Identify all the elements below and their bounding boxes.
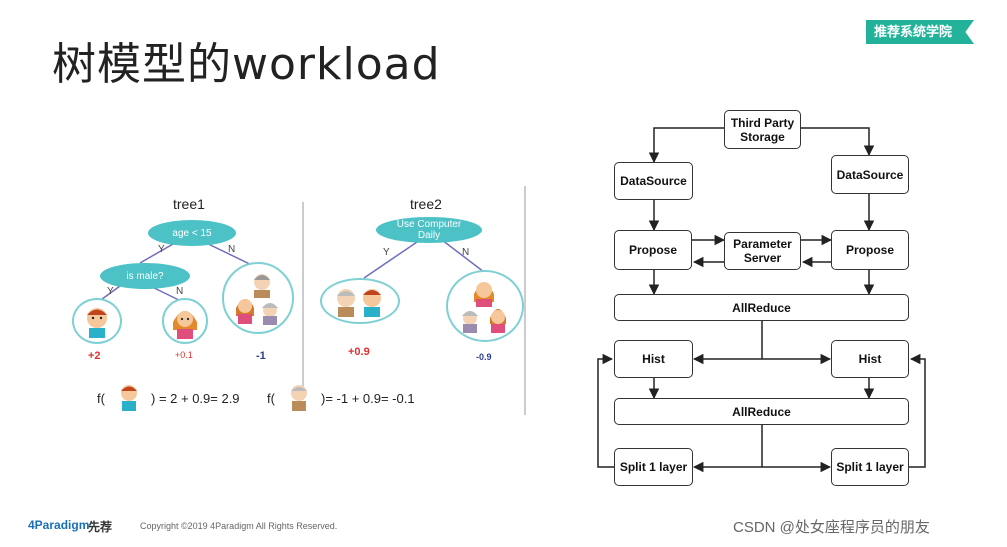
watermark: CSDN @处女座程序员的朋友 — [733, 519, 930, 536]
tree2-leaf-others — [446, 270, 524, 342]
storage-box: Third Party Storage — [724, 110, 801, 149]
formula-1-prefix: f( — [97, 391, 105, 406]
footer-logo: 4Paradigm — [28, 518, 90, 532]
parameter-server-box: Parameter Server — [724, 232, 801, 270]
hist-left-box: Hist — [614, 340, 693, 378]
tree1-male-yes-label: Y — [107, 286, 114, 297]
hist-right-box: Hist — [831, 340, 909, 378]
tree1-no-label: N — [228, 244, 236, 255]
tree1-leaf-value-3: -1 — [256, 350, 266, 362]
tree2-root-node: Use Computer Daily — [376, 217, 482, 243]
girl-icon — [173, 311, 197, 339]
tree1-leaf-value-2: +0.1 — [175, 350, 193, 360]
split-right-box: Split 1 layer — [831, 448, 909, 486]
propose-right-box: Propose — [831, 230, 909, 270]
tree1-leaf-girl — [162, 298, 208, 344]
brand-badge: 推荐系统学院 — [866, 20, 974, 44]
tree1-root-node: age < 15 — [148, 220, 236, 246]
tree2-leaf-value-2: -0.9 — [476, 352, 492, 362]
propose-left-box: Propose — [614, 230, 692, 270]
tree1-leaf-value-1: +2 — [88, 350, 101, 362]
formula-2-prefix: f( — [267, 391, 275, 406]
footer-logo-xianjian: 先荐 — [88, 520, 113, 534]
datasource-left-box: DataSource — [614, 162, 693, 200]
grandpa-boy-icon — [337, 289, 381, 317]
tree1-leaf-family — [222, 262, 294, 334]
tree1-male-no-label: N — [176, 286, 184, 297]
tree2-yes-label: Y — [383, 247, 390, 258]
copyright-text: Copyright ©2019 4Paradigm All Rights Res… — [140, 521, 338, 531]
tree2-no-label: N — [462, 247, 470, 258]
family-icon — [462, 282, 506, 333]
allreduce-2-box: AllReduce — [614, 398, 909, 425]
formula-1-result: ) = 2 + 0.9= 2.9 — [151, 391, 240, 406]
tree1-label: tree1 — [173, 196, 205, 212]
datasource-right-box: DataSource — [831, 155, 909, 194]
grandpa-icon — [282, 380, 316, 417]
tree2-leaf-young — [320, 278, 400, 324]
boy-icon — [87, 308, 107, 338]
tree2-leaf-value-1: +0.9 — [348, 346, 370, 358]
formula-2-result: )= -1 + 0.9= -0.1 — [321, 391, 415, 406]
tree1-leaf-boy — [72, 298, 122, 344]
boy-icon — [112, 380, 146, 417]
tree2-label: tree2 — [410, 196, 442, 212]
page-title: 树模型的workload — [52, 39, 441, 90]
allreduce-1-box: AllReduce — [614, 294, 909, 321]
tree1-male-node: is male? — [100, 263, 190, 289]
split-left-box: Split 1 layer — [614, 448, 693, 486]
family-icon — [236, 274, 278, 325]
tree1-yes-label: Y — [158, 244, 165, 255]
